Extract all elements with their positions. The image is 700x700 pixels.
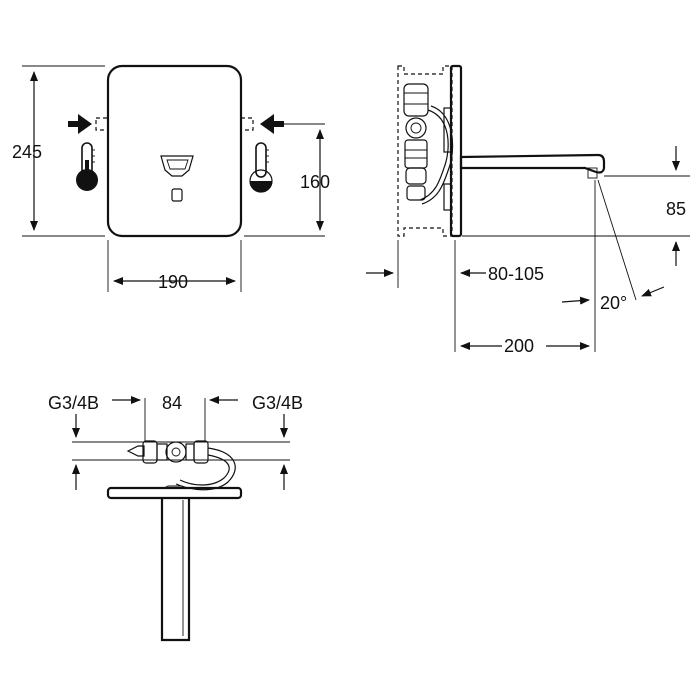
sensor-led [171, 188, 183, 202]
dimension-200: 200 [460, 334, 590, 356]
top-dimension-labels: G3/4B 84 G3/4B [48, 393, 303, 413]
right-thread-label: G3/4B [252, 393, 303, 413]
top-view: G3/4B 84 G3/4B [48, 393, 303, 642]
left-connection-marker [95, 117, 109, 131]
dimension-80-105: 80-105 [454, 240, 544, 352]
side-view: 85 80-105 20° 200 [366, 64, 690, 356]
inlet-nozzle [126, 445, 145, 457]
dimension-245: 245 [12, 65, 105, 237]
dimension-190: 190 [107, 240, 242, 292]
width-190-label: 190 [158, 272, 188, 292]
dimension-angle-20: 20° [561, 179, 665, 352]
height-245-label: 245 [12, 142, 42, 162]
wall-reference-arrow [366, 240, 399, 288]
dimension-160: 160 [244, 123, 330, 237]
length-200-label: 200 [504, 336, 534, 356]
dimension-85: 85 [462, 146, 690, 266]
sensor-window [160, 155, 194, 177]
arrow-right-icon [68, 114, 92, 134]
valve-body-top [403, 83, 429, 117]
spacing-84-label: 84 [162, 393, 182, 413]
spout [459, 153, 606, 174]
connecting-hose [419, 109, 449, 201]
front-cover-plate [106, 64, 243, 238]
height-85-label: 85 [666, 199, 686, 219]
front-view: 245 160 190 [12, 64, 330, 292]
right-connection-marker [240, 117, 254, 131]
top-mounting-plate [106, 486, 243, 500]
depth-80-105-label: 80-105 [488, 264, 544, 284]
thermometer-hot-icon [249, 142, 273, 193]
top-spout [160, 498, 191, 642]
height-160-label: 160 [300, 172, 330, 192]
thermometer-cold-icon [76, 142, 98, 191]
right-connector [193, 440, 209, 464]
angle-20-label: 20° [600, 293, 627, 313]
top-hose [175, 447, 236, 491]
left-thread-label: G3/4B [48, 393, 99, 413]
valve-handle [405, 117, 427, 139]
valve-top-handle [165, 441, 187, 463]
